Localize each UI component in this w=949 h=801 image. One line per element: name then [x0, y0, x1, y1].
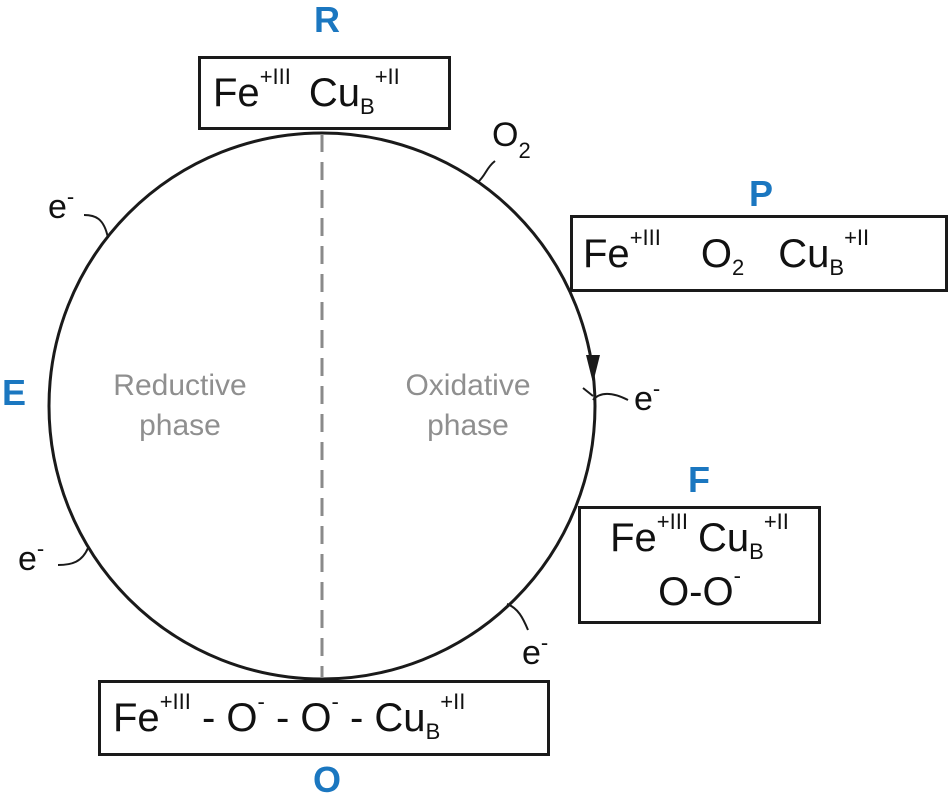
fe-oxidation-state: +III [259, 64, 291, 89]
electron-upper-left: e- [48, 186, 74, 226]
bridge-oxygen-1-charge: - [257, 689, 265, 714]
state-f-line2: O-O- [658, 565, 741, 614]
electron-symbol: e [522, 634, 541, 672]
oxidative-phase-line1: Oxidative [405, 369, 531, 402]
state-label-r: R [314, 0, 340, 40]
electron-charge: - [66, 184, 75, 209]
electron-charge: - [36, 536, 45, 561]
cu-oxidation-state: +II [440, 689, 466, 714]
electron-lower-right: e- [522, 632, 548, 672]
cu-symbol: Cu [308, 71, 361, 115]
cycle-direction-arrow [586, 355, 600, 383]
cu-subscript: B [360, 94, 375, 119]
catalytic-cycle-circle [47, 131, 597, 681]
electron-connector-right [592, 393, 629, 401]
state-label-f: F [688, 459, 710, 500]
state-label-p: P [749, 173, 774, 214]
o-symbol: O [700, 231, 732, 276]
electron-symbol: e [48, 188, 67, 226]
cu-subscript: B [749, 539, 764, 564]
cu-oxidation-state: +II [763, 509, 789, 534]
fe-oxidation-state: +III [159, 689, 191, 714]
bridge-oxygen-2: - O [264, 696, 332, 740]
cu-subscript: B [425, 719, 441, 744]
electron-connector-right-tail [582, 387, 594, 397]
cu-subscript: B [829, 254, 845, 280]
electron-charge: - [652, 376, 661, 401]
peroxide-symbol: O-O [658, 570, 734, 614]
state-label-o: O [313, 759, 342, 800]
fe-oxidation-state: +III [656, 509, 688, 534]
reductive-phase-label: Reductive phase [92, 366, 268, 446]
reductive-phase-line2: phase [139, 409, 221, 442]
o2-input-label: O2 [492, 116, 531, 162]
electron-connector-lower-left [57, 547, 89, 566]
electron-charge: - [540, 630, 549, 655]
cu-symbol: - Cu [338, 696, 426, 740]
oxidative-phase-label: Oxidative phase [382, 366, 554, 446]
electron-connector-lower-right [506, 603, 529, 631]
electron-symbol: e [18, 540, 37, 578]
electron-right: e- [634, 378, 660, 418]
peroxide-charge: - [733, 563, 741, 588]
cu-symbol: Cu [697, 516, 750, 560]
fe-symbol: Fe [610, 516, 657, 560]
electron-lower-left: e- [18, 538, 44, 578]
o2-subscript: 2 [732, 254, 745, 280]
electron-connector-upper-left [83, 214, 109, 239]
bridge-oxygen-2-charge: - [331, 689, 339, 714]
fe-symbol: Fe [113, 696, 160, 740]
fe-symbol: Fe [213, 71, 260, 115]
oxidative-phase-line2: phase [427, 409, 509, 442]
o2-base: O [492, 116, 519, 154]
fe-symbol: Fe [583, 231, 630, 276]
cu-symbol: Cu [778, 231, 830, 276]
electron-symbol: e [634, 380, 653, 418]
cu-oxidation-state: +II [374, 64, 400, 89]
state-label-e: E [2, 372, 27, 413]
o2-input-connector [477, 160, 496, 183]
reductive-phase-line1: Reductive [113, 369, 247, 402]
bridge-oxygen-1: - O [190, 696, 258, 740]
o2-subscript: 2 [518, 138, 531, 163]
fe-oxidation-state: +III [629, 224, 661, 250]
cu-oxidation-state: +II [844, 224, 870, 250]
